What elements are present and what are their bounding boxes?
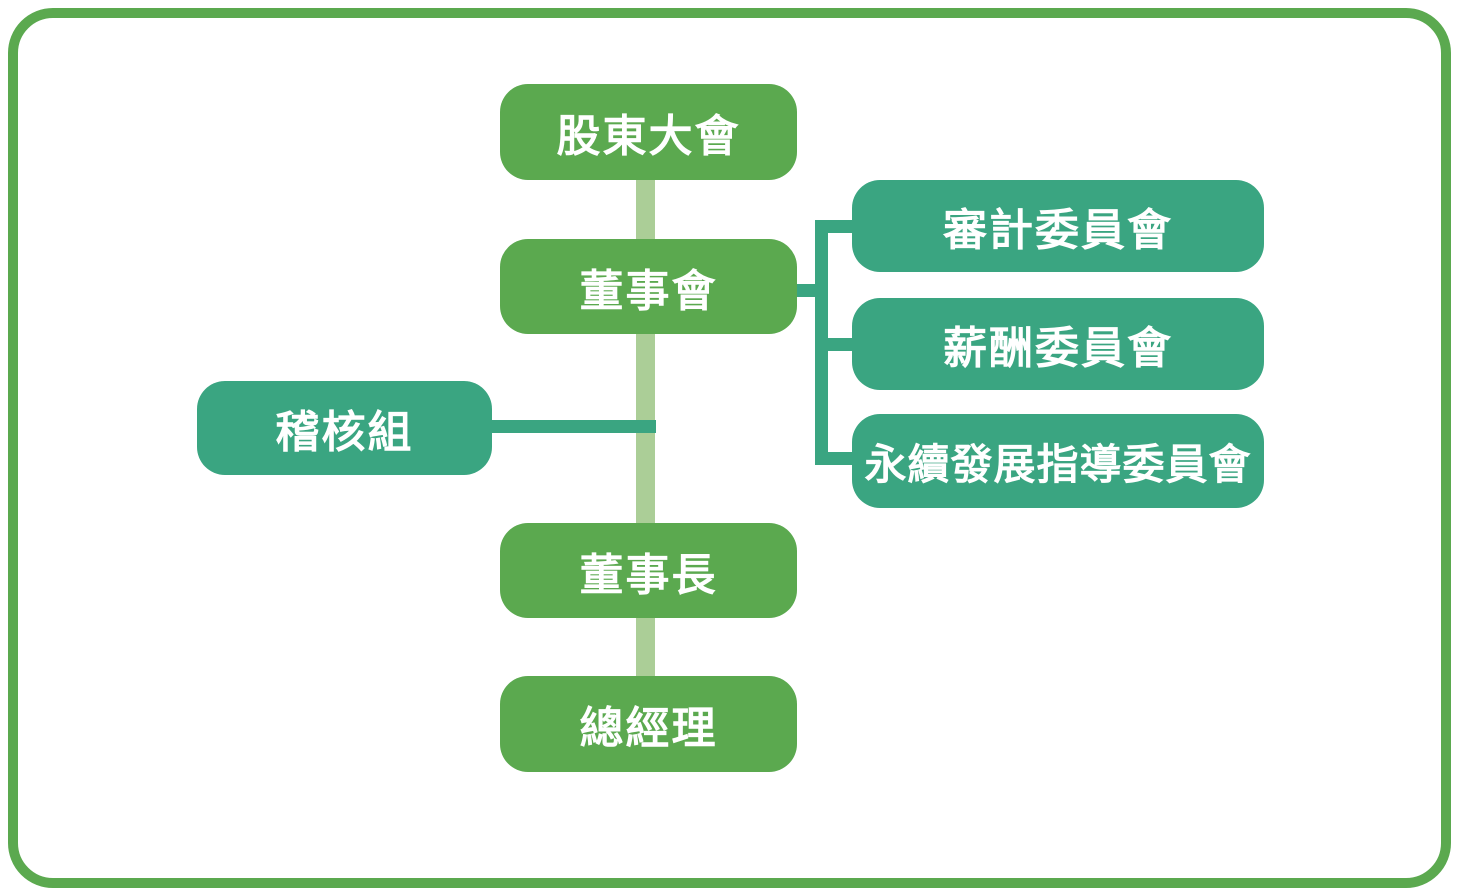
node-audit-office: 稽核組 <box>197 381 492 475</box>
outer-frame-border <box>8 8 1451 888</box>
connector-stub-sustainability-committee <box>815 452 860 465</box>
node-chairman: 董事長 <box>500 523 797 618</box>
node-board-of-directors: 董事會 <box>500 239 797 334</box>
node-audit-committee: 審計委員會 <box>852 180 1264 272</box>
node-shareholders-meeting: 股東大會 <box>500 84 797 180</box>
node-general-manager: 總經理 <box>500 676 797 772</box>
node-sustainability-steering-committee: 永續發展指導委員會 <box>852 414 1264 508</box>
connector-audit-office <box>460 420 656 433</box>
node-compensation-committee: 薪酬委員會 <box>852 298 1264 390</box>
connector-stub-audit-committee <box>815 220 860 233</box>
connector-stub-compensation-committee <box>815 338 860 351</box>
